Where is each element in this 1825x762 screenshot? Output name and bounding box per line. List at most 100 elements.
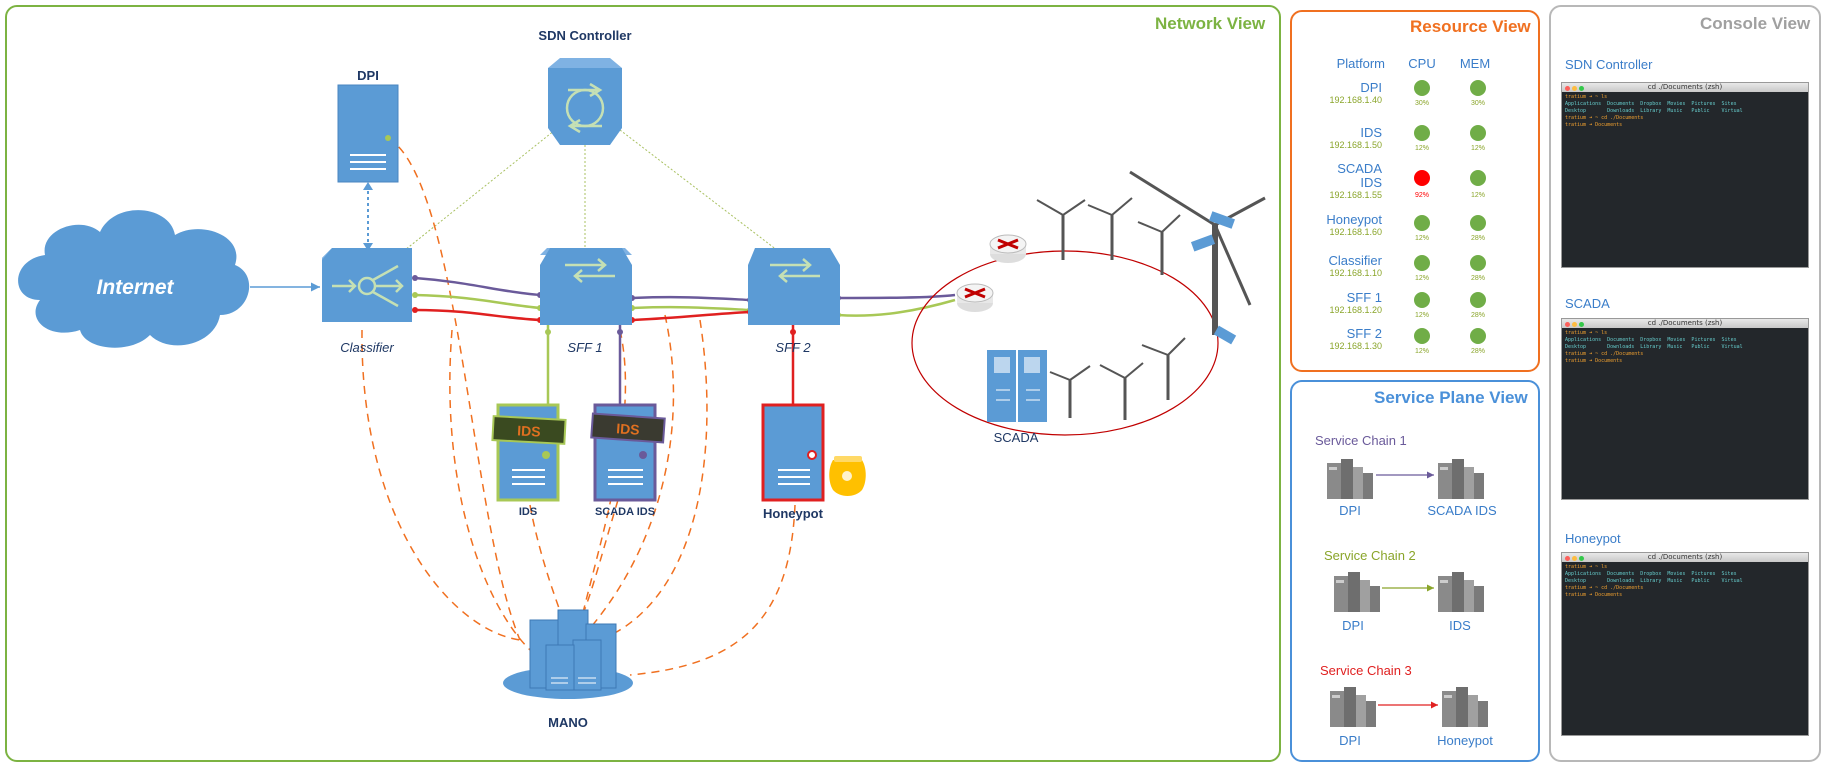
resource-row: SCADA IDS 192.168.1.55 92% 12%: [1329, 161, 1486, 200]
network-view-panel: [5, 5, 1281, 762]
ids-server-icon: [491, 403, 567, 502]
resource-view-title: Resource View: [1410, 17, 1531, 36]
svg-text:192.168.1.40: 192.168.1.40: [1329, 95, 1382, 105]
terminal-title-bar: cd ./Documents (zsh): [1562, 319, 1808, 328]
honeypot-server-icon: [761, 403, 825, 502]
service-chain-2-label: Service Chain 2: [1324, 548, 1416, 563]
svg-text:DPI: DPI: [1339, 503, 1361, 518]
internet-cloud-icon: [18, 210, 250, 348]
svg-text:28%: 28%: [1471, 348, 1485, 355]
console-label-honeypot: Honeypot: [1565, 531, 1621, 546]
sff1-switch-icon: [540, 248, 632, 325]
scada-ids-server-icon: [590, 403, 666, 502]
service-plane-view-title: Service Plane View: [1374, 388, 1528, 407]
chain3-honeypot-server-icon: [1442, 687, 1488, 727]
resource-view-panel: [1290, 10, 1540, 372]
resource-table: Platform CPU MEM DPI 192.168.1.40 30% 30…: [1326, 56, 1490, 355]
svg-text:92%: 92%: [1415, 192, 1429, 199]
cpu-status-dot: [1414, 255, 1430, 271]
scada-ids-badge: IDS: [616, 420, 640, 438]
scada-ids-label: SCADA IDS: [595, 506, 655, 518]
sff1-label: SFF 1: [567, 340, 602, 355]
service-chain-3-label: Service Chain 3: [1320, 663, 1412, 678]
service-chains: Service Chain 1 DPI SCADA IDS Service Ch…: [1315, 433, 1497, 748]
svg-text:30%: 30%: [1415, 100, 1429, 107]
network-view-title: Network View: [1155, 14, 1266, 33]
svg-text:Honeypot: Honeypot: [1437, 733, 1493, 748]
classifier-label: Classifier: [340, 340, 394, 355]
svg-text:SFF 2: SFF 2: [1347, 326, 1382, 341]
chain2-ids-server-icon: [1438, 572, 1484, 612]
router-icon-2: [956, 283, 994, 312]
mem-status-dot: [1470, 255, 1486, 271]
svg-text:12%: 12%: [1415, 348, 1429, 355]
svg-text:Classifier: Classifier: [1329, 253, 1383, 268]
svg-text:30%: 30%: [1471, 100, 1485, 107]
scada-server-icon: [987, 350, 1047, 422]
svg-text:IDS: IDS: [1360, 125, 1382, 140]
svg-text:12%: 12%: [1415, 235, 1429, 242]
terminal-scada[interactable]: cd ./Documents (zsh) tratium ➜ ~ ls Appl…: [1561, 318, 1809, 500]
resource-row: SFF 1 192.168.1.20 12% 28%: [1329, 290, 1486, 319]
honeypot-label: Honeypot: [763, 506, 824, 521]
svg-text:192.168.1.55: 192.168.1.55: [1329, 190, 1382, 200]
svg-text:192.168.1.10: 192.168.1.10: [1329, 268, 1382, 278]
svg-text:192.168.1.50: 192.168.1.50: [1329, 140, 1382, 150]
resource-row: Honeypot 192.168.1.60 12% 28%: [1326, 212, 1486, 242]
dpi-server-icon: [337, 84, 399, 183]
mem-status-dot: [1470, 215, 1486, 231]
scada-label: SCADA: [994, 430, 1039, 445]
svg-text:28%: 28%: [1471, 275, 1485, 282]
console-view-title: Console View: [1700, 14, 1811, 33]
mano-links: [361, 137, 796, 676]
cpu-status-dot: [1414, 328, 1430, 344]
console-label-sdn: SDN Controller: [1565, 57, 1653, 72]
mano-icon: [503, 609, 633, 699]
svg-text:192.168.1.60: 192.168.1.60: [1329, 227, 1382, 237]
console-view-panel: [1549, 5, 1821, 762]
resource-row: DPI 192.168.1.40 30% 30%: [1329, 80, 1486, 107]
mem-status-dot: [1470, 292, 1486, 308]
svg-text:12%: 12%: [1471, 192, 1485, 199]
turbine-switch-icon: [1190, 211, 1237, 345]
cpu-status-dot: [1414, 80, 1430, 96]
resource-row: SFF 2 192.168.1.30 12% 28%: [1329, 326, 1486, 355]
cpu-status-dot: [1414, 292, 1430, 308]
ids-badge: IDS: [517, 422, 541, 439]
mano-label: MANO: [548, 715, 588, 730]
svg-text:192.168.1.30: 192.168.1.30: [1329, 341, 1382, 351]
internet-label: Internet: [96, 276, 174, 299]
classifier-icon: [322, 248, 412, 322]
svg-text:DPI: DPI: [1342, 618, 1364, 633]
network-diagram: Internet DPI SDN Controller Classifier S…: [18, 28, 1266, 730]
sdn-controller-label: SDN Controller: [538, 28, 631, 43]
svg-text:DPI: DPI: [1339, 733, 1361, 748]
ids-label: IDS: [519, 506, 537, 518]
terminal-sdn[interactable]: cd ./Documents (zsh) tratium ➜ ~ ls Appl…: [1561, 82, 1809, 268]
svg-text:12%: 12%: [1415, 312, 1429, 319]
chain1-dpi-server-icon: [1327, 459, 1373, 499]
terminal-title-bar: cd ./Documents (zsh): [1562, 83, 1808, 92]
sdn-controller-icon: [548, 58, 622, 145]
mem-status-dot: [1470, 80, 1486, 96]
col-platform: Platform: [1337, 56, 1385, 71]
svg-text:DPI: DPI: [1360, 80, 1382, 95]
resource-row: IDS 192.168.1.50 12% 12%: [1329, 125, 1486, 152]
sff2-label: SFF 2: [775, 340, 811, 355]
mem-status-dot: [1470, 328, 1486, 344]
chain2-dpi-server-icon: [1334, 572, 1380, 612]
chain1-scada-ids-server-icon: [1438, 459, 1484, 499]
svg-text:IDS: IDS: [1449, 618, 1471, 633]
router-icon: [989, 234, 1027, 263]
service-chain-1-label: Service Chain 1: [1315, 433, 1407, 448]
cpu-status-dot: [1414, 215, 1430, 231]
console-label-scada: SCADA: [1565, 296, 1610, 311]
cpu-status-dot: [1414, 170, 1430, 186]
svg-text:28%: 28%: [1471, 312, 1485, 319]
resource-row: Classifier 192.168.1.10 12% 28%: [1329, 253, 1486, 282]
svg-text:SCADA: SCADA: [1337, 161, 1382, 176]
svg-text:12%: 12%: [1415, 145, 1429, 152]
svg-text:IDS: IDS: [1360, 175, 1382, 190]
mem-status-dot: [1470, 125, 1486, 141]
terminal-honeypot[interactable]: cd ./Documents (zsh) tratium ➜ ~ ls Appl…: [1561, 552, 1809, 736]
